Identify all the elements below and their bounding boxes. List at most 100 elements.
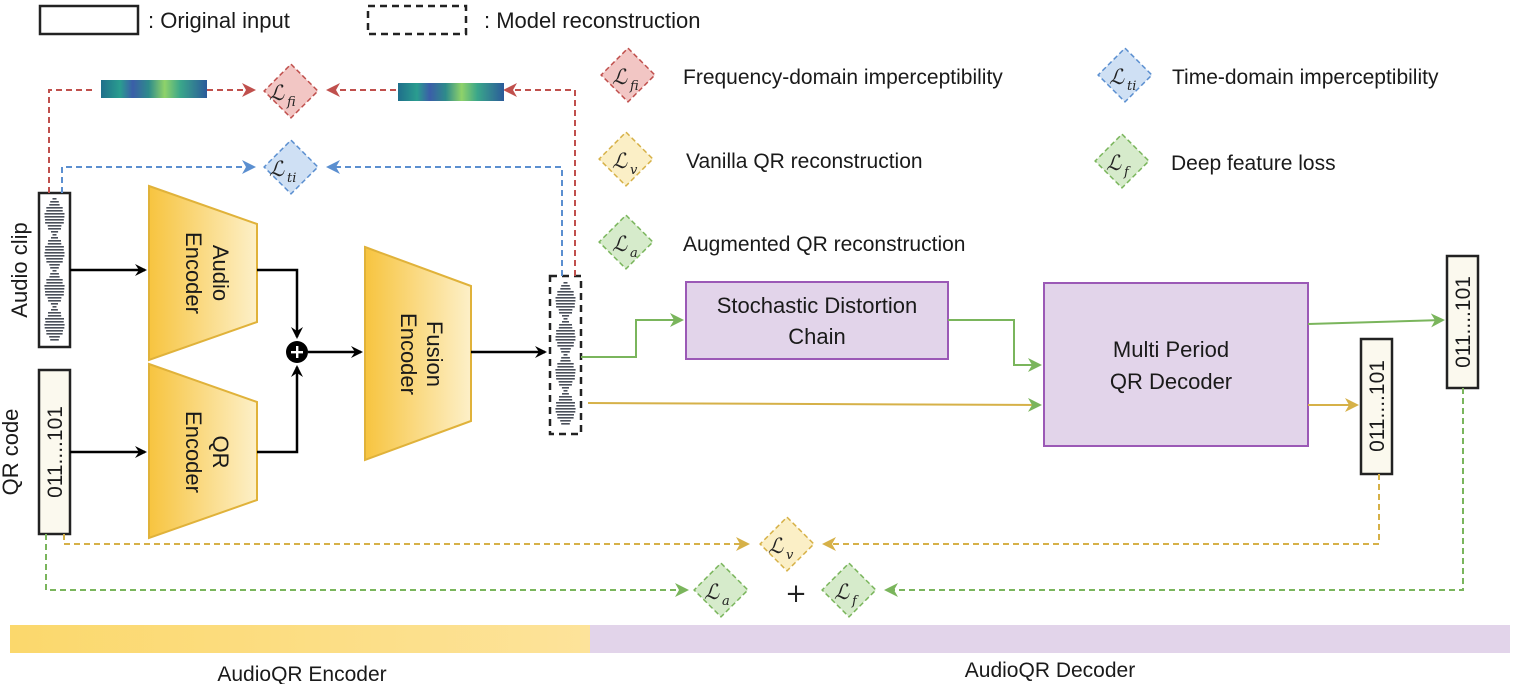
waveform-line — [52, 234, 57, 236]
waveform-line — [562, 315, 570, 317]
waveform-line — [46, 282, 63, 284]
loss-f-symbol: ℒ — [834, 580, 850, 604]
waveform-line — [561, 351, 570, 353]
waveform-line — [556, 333, 575, 335]
waveform-line — [46, 261, 63, 263]
loss-plus-sign: + — [785, 579, 807, 609]
loss-legend-f: ℒ f Deep feature loss — [1094, 133, 1336, 189]
loss-legend-v-label: Vanilla QR reconstruction — [686, 150, 923, 173]
loss-a-node: ℒ a — [693, 562, 749, 618]
waveform-line — [50, 303, 58, 305]
waveform-line — [558, 309, 573, 311]
distortion-line1: Stochastic Distortion — [717, 293, 918, 318]
time-loss-path — [61, 160, 563, 276]
waveform-line — [50, 339, 59, 341]
waveform-line — [563, 318, 568, 320]
waveform-line — [45, 294, 64, 296]
waveform-line — [563, 282, 568, 284]
waveform-line — [52, 270, 57, 272]
waveform-line — [561, 387, 569, 389]
output-bits-vanilla: 011....101 — [1359, 337, 1394, 476]
waveform-line — [557, 414, 574, 416]
waveform-line — [556, 405, 575, 407]
waveform-line — [45, 219, 64, 221]
waveform-line — [555, 408, 576, 410]
waveform-line — [557, 291, 574, 293]
waveform-line — [556, 306, 575, 308]
stochastic-distortion-chain: Stochastic Distortion Chain — [685, 281, 949, 360]
waveform-line — [44, 255, 65, 257]
waveform-line — [47, 225, 62, 227]
waveform-line — [45, 222, 64, 224]
qr-encoder-line1: QR — [208, 436, 233, 469]
waveform-line — [46, 258, 63, 260]
waveform-line — [44, 252, 65, 254]
audio-waveform-icon — [44, 198, 65, 341]
loss-legend-ti-label: Time-domain imperceptibility — [1172, 66, 1439, 89]
loss-fi-node-diamond-icon — [263, 63, 319, 119]
qr-encoder-line2: Encoder — [181, 411, 206, 493]
legend-model: : Model reconstruction — [366, 4, 700, 36]
fusion-encoder-line2: Encoder — [396, 313, 421, 395]
waveform-line — [557, 342, 574, 344]
loss-legend-f-symbol: ℒ — [1106, 151, 1122, 175]
reconstructed-audio — [548, 274, 583, 436]
waveform-line — [44, 216, 65, 218]
loss-legend-a-sub: a — [630, 246, 638, 261]
audio-clip-label: Audio clip — [7, 222, 32, 317]
legend-original: : Original input — [38, 4, 290, 36]
waveform-line — [557, 345, 574, 347]
waveform-line — [46, 207, 63, 209]
waveform-line — [558, 399, 573, 401]
waveform-line — [559, 324, 572, 326]
waveform-line — [46, 279, 63, 281]
legend-model-swatch — [366, 4, 468, 36]
output-spectrogram — [398, 83, 504, 101]
waveform-line — [559, 384, 572, 386]
encoder-flow-arrows — [70, 264, 547, 458]
vanilla-flow-arrows — [587, 397, 1359, 412]
decoder-footer-label: AudioQR Decoder — [965, 659, 1135, 682]
waveform-line — [45, 246, 64, 248]
decoder-line2: QR Decoder — [1110, 369, 1232, 394]
frequency-loss-path — [48, 83, 576, 276]
reconstructed-waveform-icon — [555, 282, 576, 425]
loss-ti-node-diamond-icon — [263, 139, 319, 195]
waveform-line — [556, 375, 575, 377]
loss-fi-symbol: ℒ — [269, 81, 285, 105]
loss-f-node: ℒ f — [821, 562, 877, 618]
loss-v-sub: v — [786, 548, 794, 563]
waveform-line — [555, 336, 576, 338]
qr-bits-text: 011....101 — [44, 406, 67, 498]
loss-ti-node: ℒ ti — [263, 139, 319, 195]
loss-v-symbol: ℒ — [768, 534, 784, 558]
waveform-line — [46, 330, 63, 332]
loss-ti-diamond-icon — [1097, 47, 1153, 103]
loss-legend-fi-label: Frequency-domain imperceptibility — [683, 66, 1003, 89]
waveform-line — [50, 273, 59, 275]
waveform-line — [561, 423, 570, 425]
loss-legend-v-sub: v — [630, 163, 638, 178]
loss-legend-ti: ℒ ti Time-domain imperceptibility — [1097, 47, 1439, 103]
loss-legend-f-sub: f — [1123, 165, 1131, 180]
input-spectrogram — [101, 80, 207, 98]
waveform-line — [48, 312, 61, 314]
loss-a-symbol: ℒ — [704, 580, 720, 604]
waveform-line — [44, 288, 65, 290]
waveform-line — [49, 336, 60, 338]
loss-legend-a-symbol: ℒ — [612, 232, 628, 256]
waveform-line — [556, 402, 575, 404]
waveform-line — [557, 366, 574, 368]
waveform-line — [51, 231, 59, 233]
decoder-line1: Multi Period — [1113, 337, 1229, 362]
waveform-line — [46, 210, 63, 212]
loss-legend-a: ℒ a Augmented QR reconstruction — [598, 214, 965, 270]
waveform-line — [46, 333, 63, 335]
waveform-line — [45, 291, 64, 293]
waveform-line — [45, 321, 64, 323]
waveform-line — [560, 348, 571, 350]
loss-legend-v: ℒ v Vanilla QR reconstruction — [598, 131, 923, 187]
loss-fi-sub: fi — [286, 95, 296, 110]
decoder-footer-bar — [590, 625, 1510, 653]
audio-encoder: Audio Encoder — [148, 184, 258, 362]
